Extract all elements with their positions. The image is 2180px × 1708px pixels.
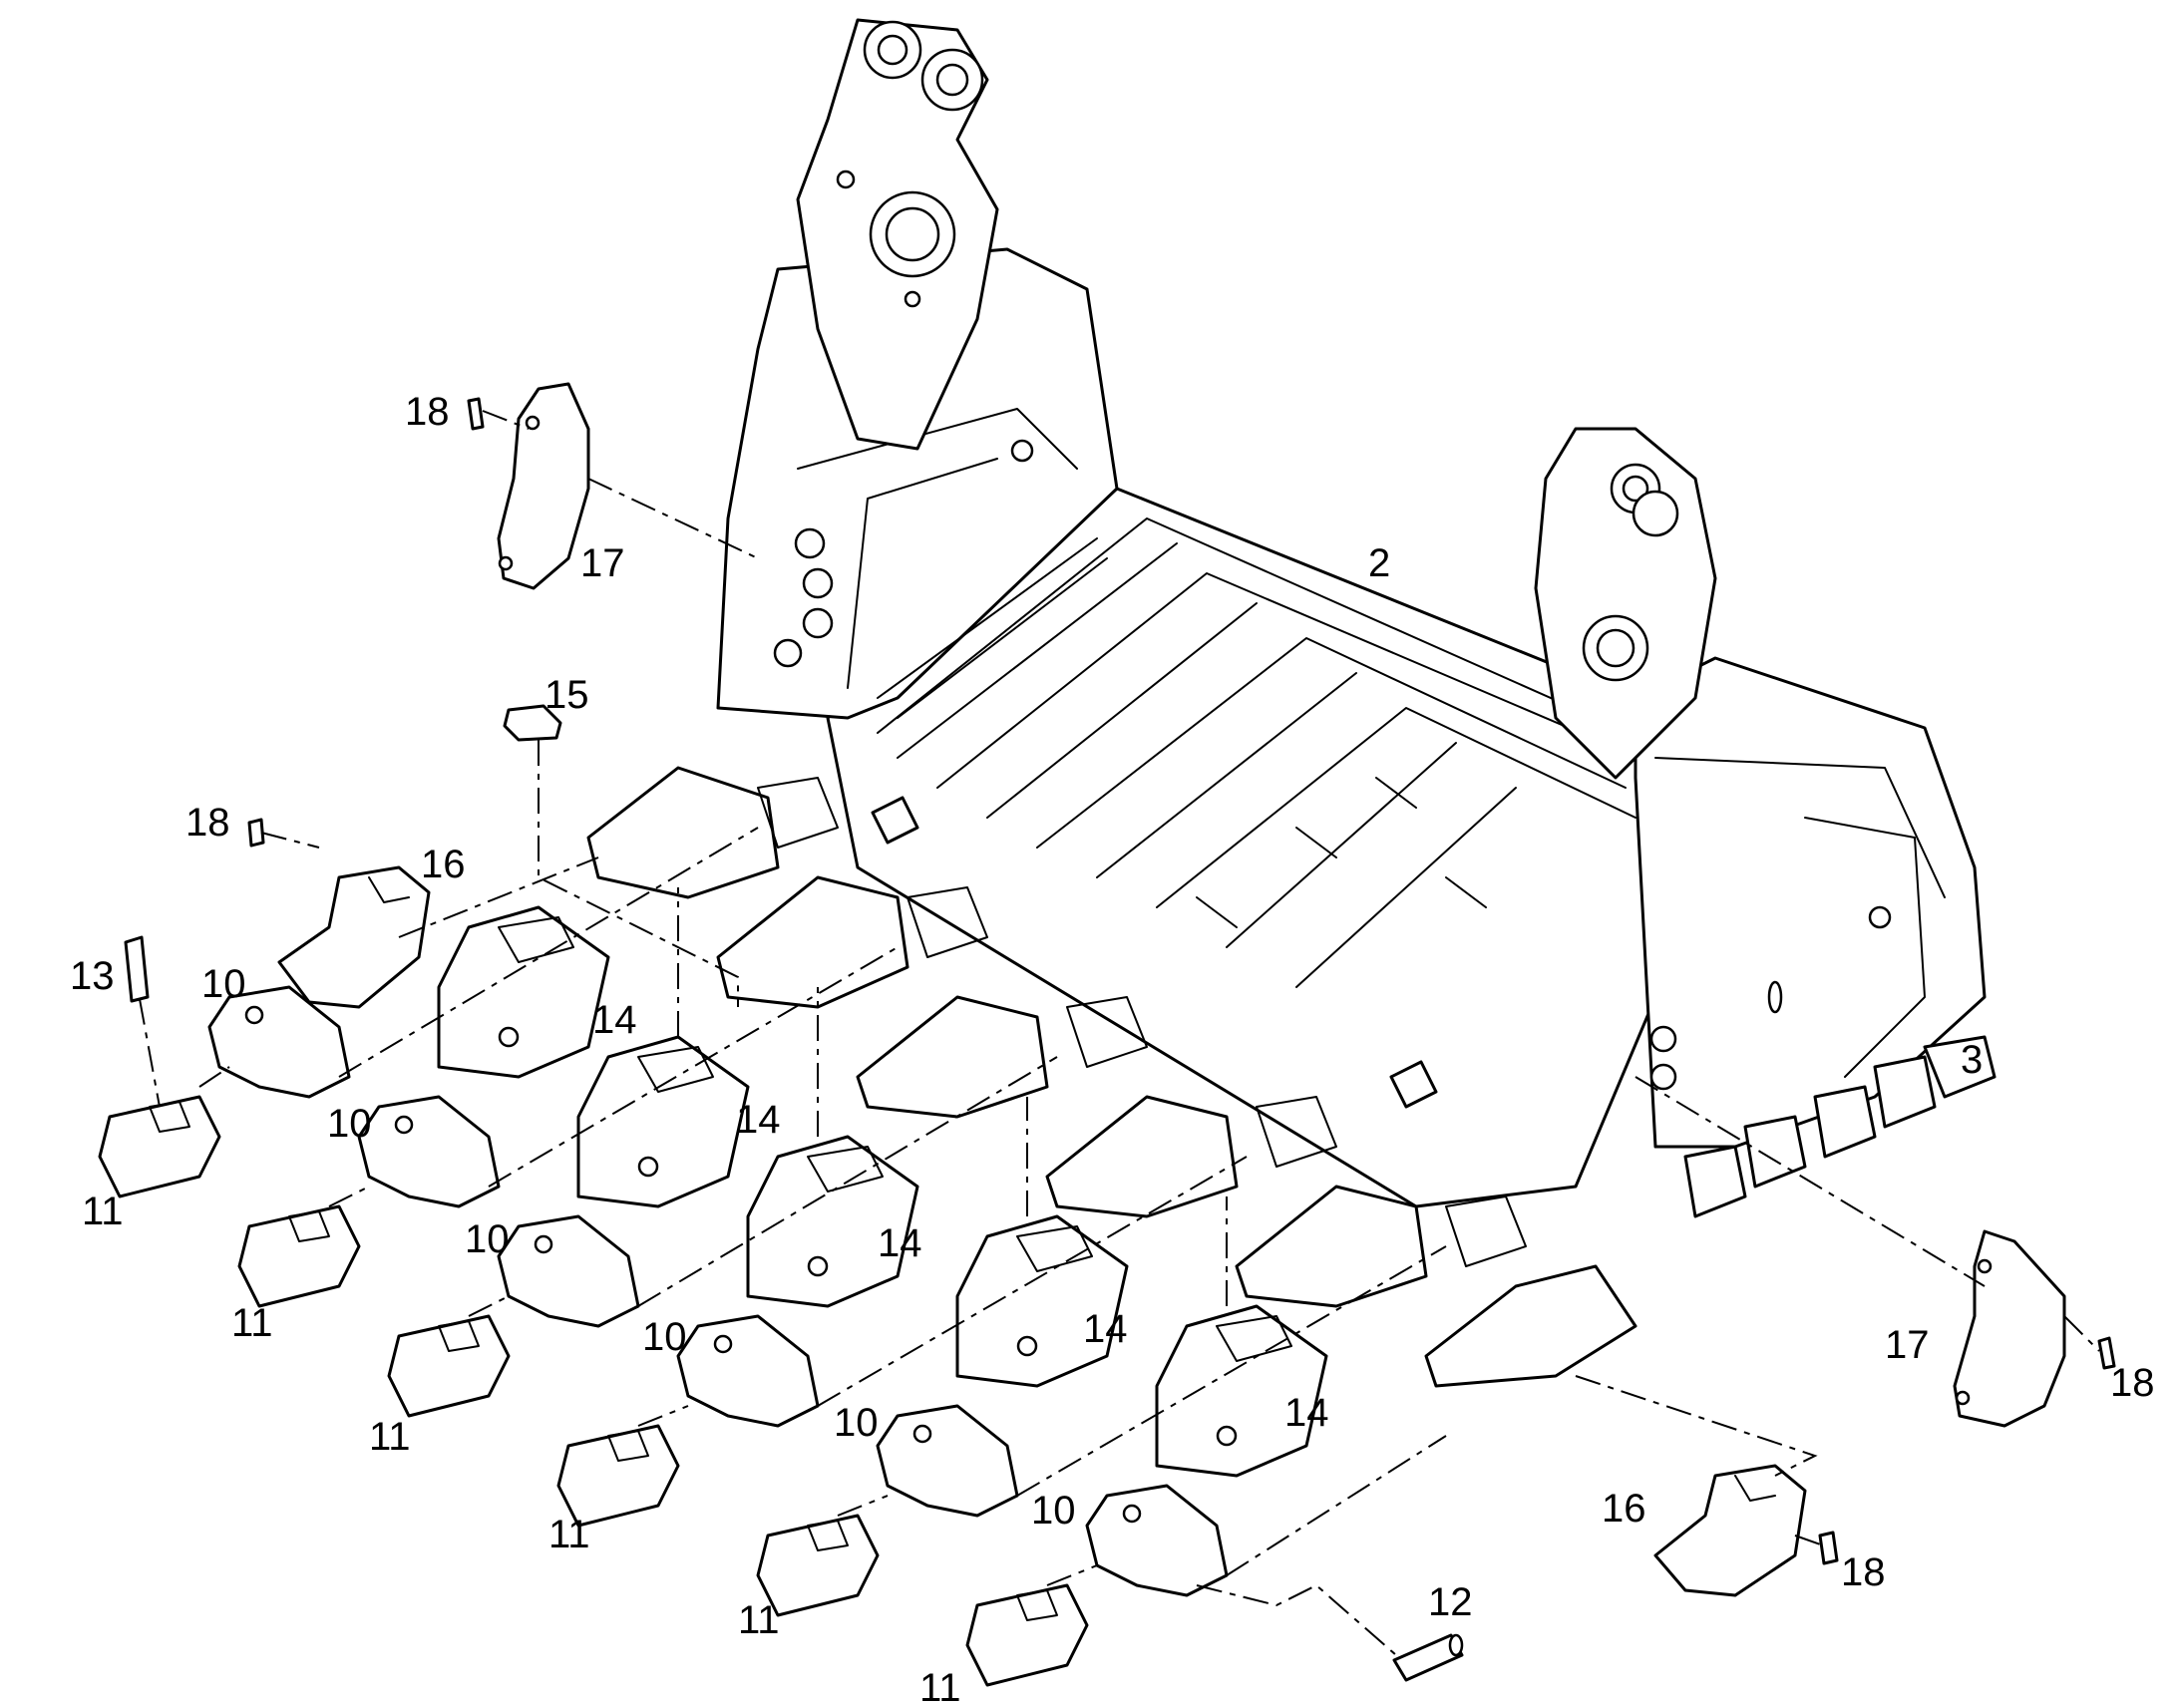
adapter-4 [1045, 1095, 1239, 1218]
bucket-body [586, 18, 1997, 1388]
callout-18-c: 18 [2110, 1361, 2155, 1405]
side-protector-17-right [1953, 1229, 2066, 1428]
callout-14-b: 14 [736, 1098, 781, 1142]
callout-11-e: 11 [738, 1598, 780, 1642]
tooth-adapter-10-group [207, 985, 1229, 1597]
callout-14-a: 14 [592, 998, 637, 1042]
adapter-2 [716, 875, 909, 1009]
tooth-adapter-10-3 [497, 1214, 640, 1328]
callout-11-d: 11 [548, 1513, 590, 1556]
pin-12 [1392, 1633, 1464, 1682]
tip-11-5 [756, 1514, 880, 1617]
leader-lines [139, 410, 2100, 1656]
lock-15 [503, 704, 562, 742]
callout-11-a: 11 [82, 1190, 124, 1233]
side-protector-17-left [497, 382, 590, 590]
tooth-adapter-10-5 [876, 1404, 1019, 1518]
callout-10-b: 10 [327, 1102, 372, 1146]
shroud-14-2 [576, 1035, 750, 1208]
shroud-14-4 [955, 1214, 1129, 1388]
bucket-floor [826, 487, 1657, 1208]
callout-18-d: 18 [1841, 1550, 1886, 1594]
callout-10-f: 10 [1031, 1489, 1076, 1533]
adapter-3 [856, 995, 1049, 1119]
callout-14-d: 14 [1083, 1307, 1128, 1351]
loose-parts [98, 382, 2116, 1687]
callout-14-c: 14 [878, 1221, 922, 1265]
retainer-pin-18-right [2097, 1336, 2116, 1370]
callout-10-e: 10 [834, 1401, 879, 1445]
callout-2: 2 [1368, 541, 1390, 585]
retainer-pin-18-top [467, 397, 485, 431]
tooth-adapter-10-2 [357, 1095, 501, 1208]
callout-14-e: 14 [1284, 1391, 1329, 1435]
tooth-adapter-10-6 [1085, 1484, 1229, 1597]
retainer-pin-18-mid [247, 818, 265, 848]
tooth-adapter-10-1 [207, 985, 351, 1099]
tip-11-1 [98, 1095, 221, 1198]
adapter-6 [1424, 1264, 1637, 1388]
callout-16-a: 16 [421, 843, 466, 886]
adapter-1 [586, 766, 780, 899]
callout-11-c: 11 [369, 1415, 411, 1459]
callout-labels: 2 3 10 10 10 10 10 10 11 11 11 11 11 11 … [70, 390, 2155, 1708]
callout-11-b: 11 [231, 1301, 273, 1345]
callout-10-a: 10 [201, 962, 246, 1006]
tip-11-3 [387, 1314, 511, 1418]
adapter-5 [1235, 1185, 1428, 1308]
callout-11-f: 11 [919, 1666, 961, 1708]
tip-11-group [98, 1095, 1089, 1687]
tip-11-4 [556, 1424, 680, 1528]
callout-15: 15 [545, 673, 589, 717]
callout-12: 12 [1428, 1580, 1473, 1624]
callout-18-b: 18 [185, 801, 230, 845]
callout-16-b: 16 [1602, 1487, 1646, 1531]
shroud-14-1 [437, 905, 610, 1079]
callout-18-a: 18 [405, 390, 450, 434]
tooth-adapter-10-4 [676, 1314, 820, 1428]
callout-17-b: 17 [1885, 1323, 1930, 1367]
retainer-pin-18-lower [1818, 1531, 1839, 1565]
callout-3: 3 [1961, 1038, 1983, 1082]
pin-13 [124, 935, 150, 1003]
wing-shroud-16-left [277, 865, 431, 1009]
callout-10-d: 10 [642, 1315, 687, 1359]
callout-10-c: 10 [465, 1217, 510, 1261]
tip-11-2 [237, 1204, 361, 1308]
shroud-14-group [437, 905, 1328, 1478]
wing-shroud-16-right [1653, 1464, 1807, 1597]
right-side-plate [1634, 656, 1987, 1149]
callout-17-a: 17 [580, 541, 625, 585]
callout-13: 13 [70, 954, 115, 998]
tip-11-6 [965, 1583, 1089, 1687]
